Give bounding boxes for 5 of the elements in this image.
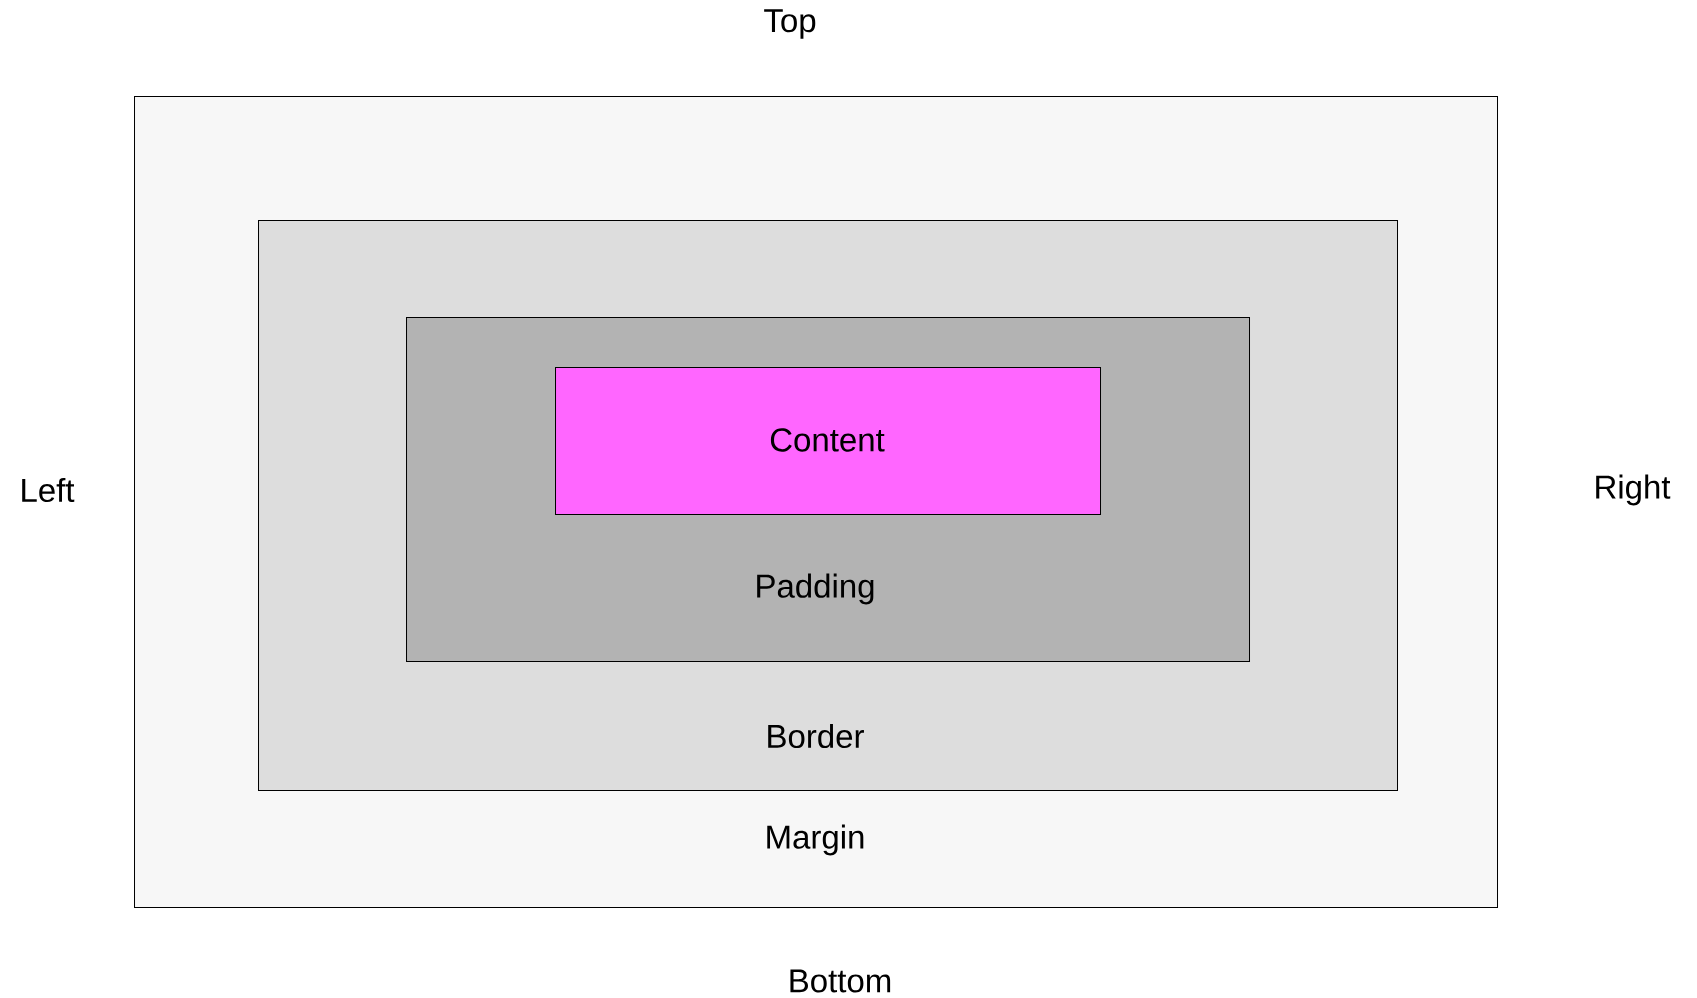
side-label: Bottom (790, 969, 891, 993)
side-label: Left (22, 477, 75, 503)
content-box: Content (555, 367, 1101, 515)
side-label: Right (1596, 474, 1671, 506)
side-label: Top (764, 9, 816, 39)
